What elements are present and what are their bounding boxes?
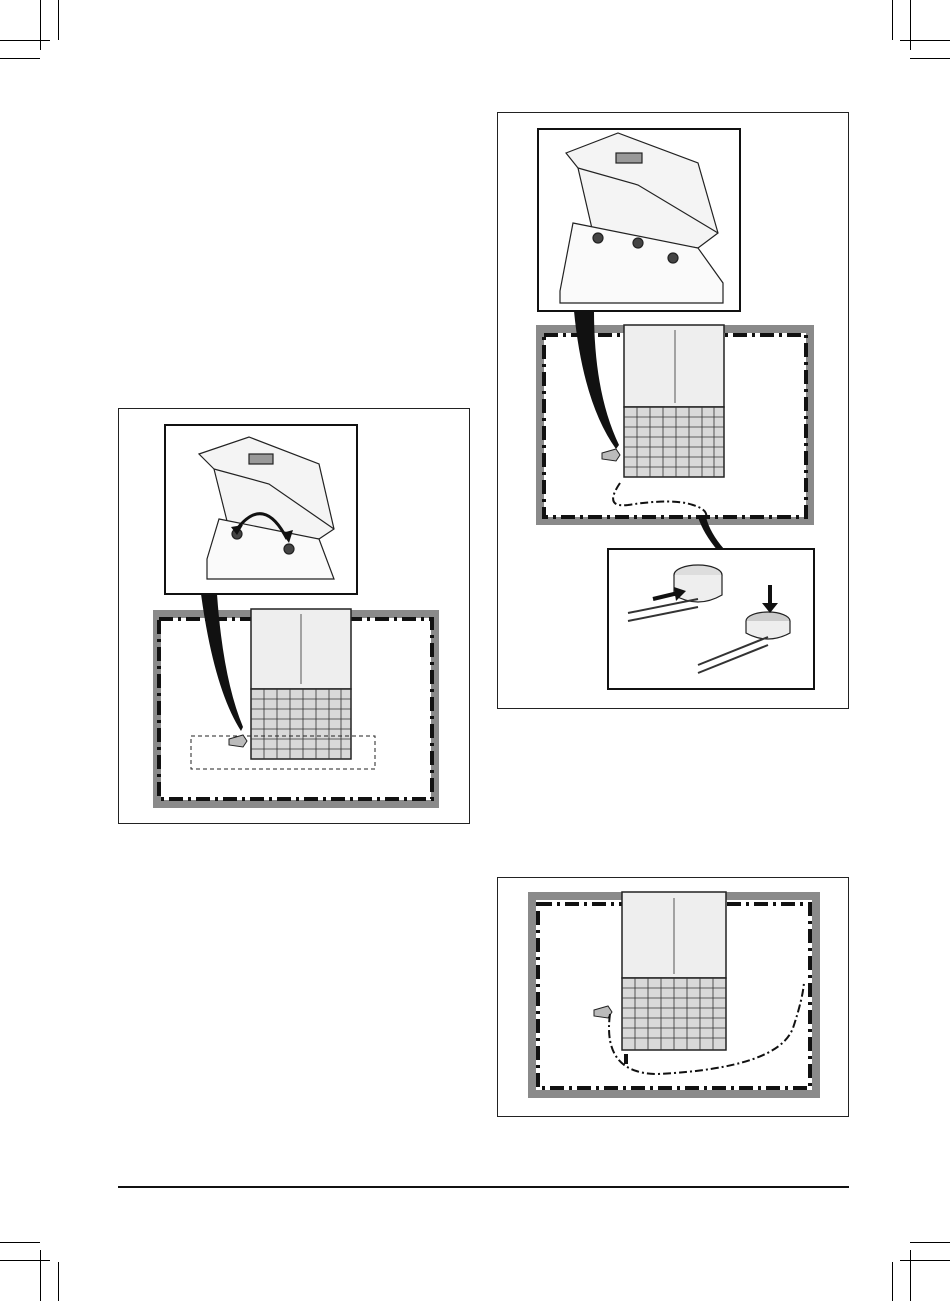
crop-mark xyxy=(892,1262,893,1301)
crop-mark xyxy=(0,40,50,41)
crop-mark xyxy=(0,1242,40,1243)
crop-mark xyxy=(900,1260,950,1261)
crop-mark xyxy=(0,1260,50,1261)
figure-guide-route-drawing xyxy=(498,878,850,1118)
paving-icon xyxy=(251,689,351,759)
crop-mark xyxy=(40,0,41,50)
power-supply-icon xyxy=(602,449,620,461)
crop-mark xyxy=(0,58,40,59)
paving-icon xyxy=(624,407,724,477)
crop-mark xyxy=(900,40,950,41)
figure-splice-guide-drawing xyxy=(498,113,850,710)
figure-connect-station-drawing xyxy=(119,409,471,825)
crop-mark xyxy=(910,1242,950,1243)
figure-connect-station xyxy=(118,408,470,824)
crop-mark xyxy=(910,58,950,59)
crop-mark xyxy=(58,0,59,40)
crop-mark xyxy=(910,0,911,50)
crop-mark xyxy=(910,1250,911,1301)
crop-mark xyxy=(58,1262,59,1301)
power-supply-icon xyxy=(229,735,247,747)
footer-rule xyxy=(118,1186,849,1188)
crop-mark xyxy=(892,0,893,40)
figure-splice-guide xyxy=(497,112,849,709)
charging-station-plate-icon xyxy=(624,325,724,407)
figure-guide-route xyxy=(497,877,849,1117)
crop-mark xyxy=(40,1250,41,1301)
paving-icon xyxy=(622,978,726,1050)
